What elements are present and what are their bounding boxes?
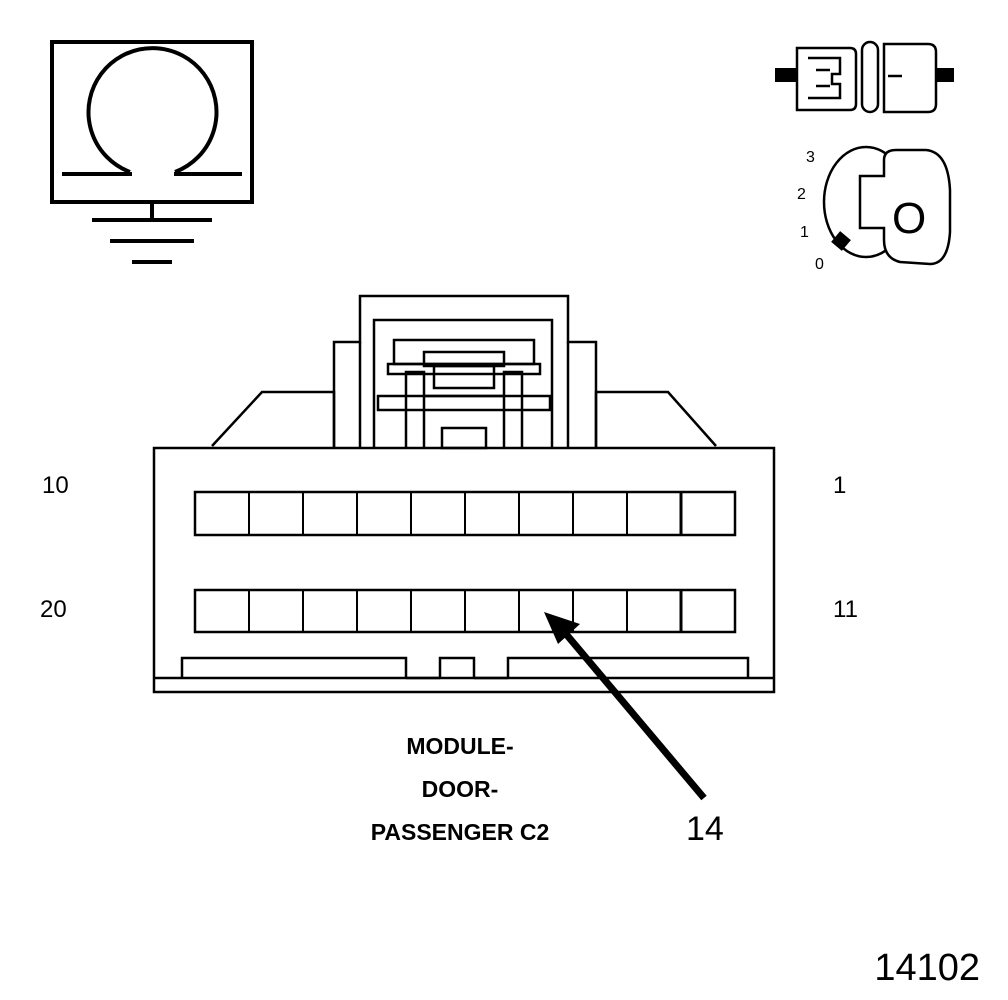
- callout-pin-number: 14: [686, 810, 724, 848]
- ignition-position-0: 0: [815, 256, 824, 273]
- connector-name-line-2: DOOR-: [422, 776, 499, 802]
- ignition-key-label: O: [892, 194, 926, 243]
- pin-row-bottom: [193, 588, 737, 634]
- figure-number: 14102: [874, 947, 980, 989]
- ignition-position-marker: [831, 231, 851, 251]
- pin-label-top-left: 10: [42, 472, 69, 499]
- connector-name-line-3: PASSENGER C2: [371, 819, 550, 845]
- ignition-position-2: 2: [797, 186, 806, 203]
- disconnected-connector-icon: [775, 40, 954, 114]
- ohmmeter-ground-icon: [50, 40, 254, 264]
- connector-housing: [152, 294, 776, 694]
- pin-label-bottom-left: 20: [40, 596, 67, 623]
- ignition-position-3: 3: [806, 149, 815, 166]
- ignition-position-1: 1: [800, 224, 809, 241]
- ignition-key-icon: [822, 145, 952, 266]
- connector-name-line-1: MODULE-: [406, 733, 513, 759]
- pin-label-top-right: 1: [833, 472, 846, 499]
- callout-arrow: [544, 612, 707, 801]
- pin-row-top: [193, 490, 737, 537]
- pin-label-bottom-right: 11: [833, 596, 858, 623]
